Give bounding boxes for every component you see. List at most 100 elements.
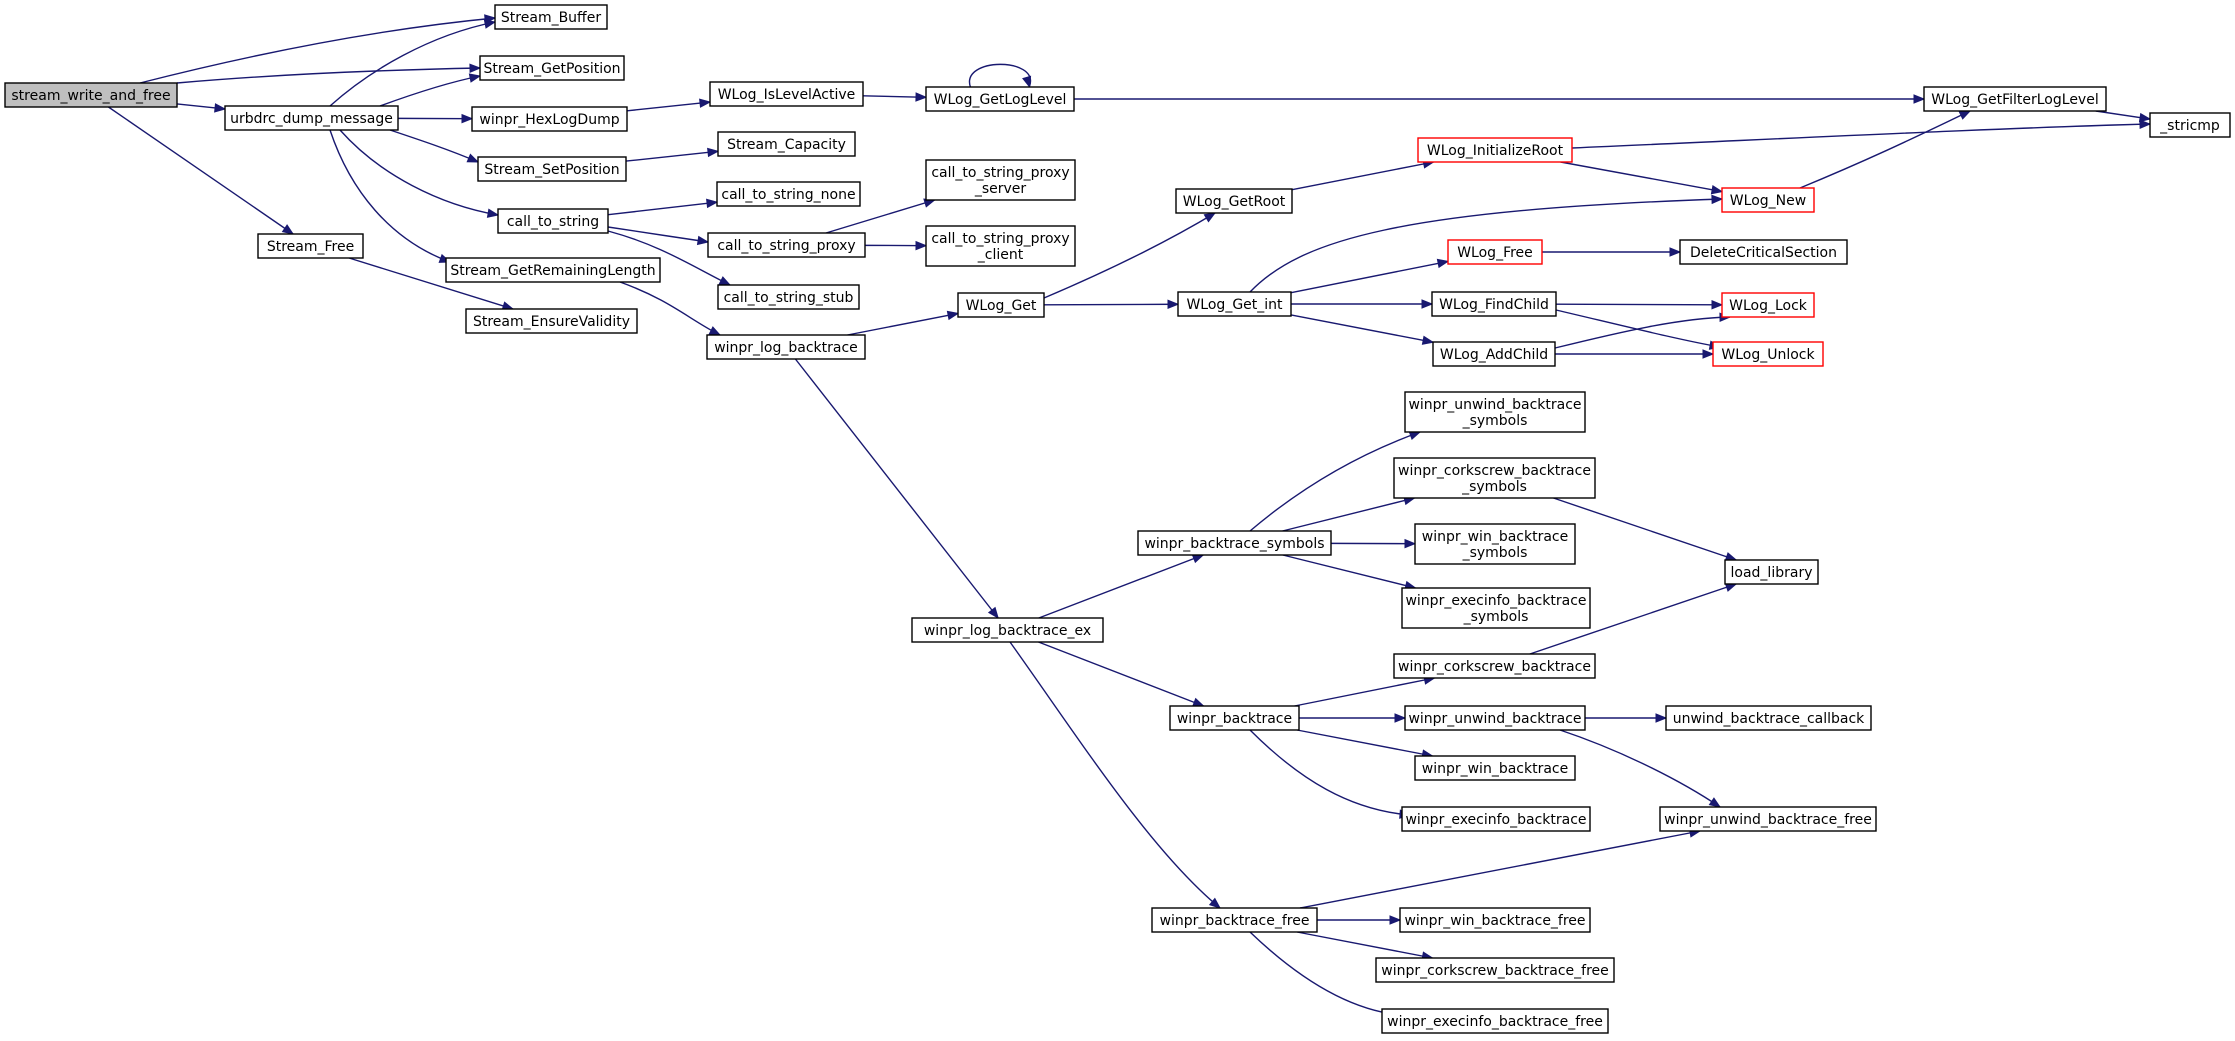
node-winpr_log_backtrace[interactable]: winpr_log_backtrace	[706, 334, 866, 360]
node-Stream_GetPosition[interactable]: Stream_GetPosition	[479, 55, 625, 81]
arrowhead-icon	[1191, 554, 1205, 564]
node-label: winpr_unwind_backtrace	[1408, 397, 1581, 413]
node-winpr_unwind_backtrace_free[interactable]: winpr_unwind_backtrace_free	[1659, 806, 1877, 832]
node-WLog_Lock[interactable]: WLog_Lock	[1721, 292, 1815, 318]
node-DeleteCriticalSection[interactable]: DeleteCriticalSection	[1679, 239, 1848, 265]
node-winpr_execinfo_backtrace_free[interactable]: winpr_execinfo_backtrace_free	[1381, 1008, 1609, 1034]
node-WLog_AddChild[interactable]: WLog_AddChild	[1432, 341, 1556, 367]
node-label: WLog_AddChild	[1440, 347, 1548, 363]
arrowhead-icon	[1208, 897, 1222, 909]
node-winpr_execinfo_backtrace_symbols[interactable]: winpr_execinfo_backtrace_symbols	[1401, 587, 1591, 629]
node-call_to_string[interactable]: call_to_string	[497, 208, 609, 234]
node-winpr_execinfo_backtrace[interactable]: winpr_execinfo_backtrace	[1401, 806, 1591, 832]
node-label: WLog_New	[1730, 193, 1806, 209]
node-label: WLog_FindChild	[1439, 297, 1549, 313]
node-box	[257, 233, 364, 259]
node-box	[1417, 137, 1573, 163]
arrowhead-icon	[461, 113, 474, 124]
edge-winpr_unwind_backtrace-to-winpr_unwind_backtrace_free	[1559, 729, 1722, 808]
node-WLog_Unlock[interactable]: WLog_Unlock	[1712, 341, 1824, 367]
arrowhead-icon	[1404, 538, 1417, 549]
arrowhead-icon	[2138, 112, 2152, 123]
node-Stream_EnsureValidity[interactable]: Stream_EnsureValidity	[465, 308, 638, 334]
node-call_to_string_stub[interactable]: call_to_string_stub	[717, 284, 860, 310]
node-label: winpr_HexLogDump	[479, 112, 619, 128]
node-box	[1431, 291, 1557, 317]
node-winpr_unwind_backtrace[interactable]: winpr_unwind_backtrace	[1404, 705, 1586, 731]
node-box	[925, 225, 1076, 267]
node-winpr_win_backtrace_symbols[interactable]: winpr_win_backtrace_symbols	[1414, 523, 1576, 565]
edge-WLog_Get-to-WLog_Get_int	[1043, 299, 1180, 310]
node-winpr_unwind_backtrace_symbols[interactable]: winpr_unwind_backtrace_symbols	[1404, 391, 1586, 433]
node-label: winpr_corkscrew_backtrace	[1398, 659, 1591, 675]
node-winpr_backtrace_symbols[interactable]: winpr_backtrace_symbols	[1137, 530, 1332, 556]
node-winpr_win_backtrace_free[interactable]: winpr_win_backtrace_free	[1399, 907, 1591, 933]
node-label: winpr_win_backtrace	[1422, 529, 1568, 545]
arrowhead-icon	[706, 198, 719, 209]
node-box	[445, 257, 661, 283]
node-Stream_SetPosition[interactable]: Stream_SetPosition	[477, 156, 627, 182]
node-call_to_string_proxy_server[interactable]: call_to_string_proxy_server	[925, 159, 1076, 201]
node-winpr_corkscrew_backtrace[interactable]: winpr_corkscrew_backtrace	[1393, 653, 1596, 679]
edge-stream_write_and_free-to-Stream_Free	[108, 106, 295, 235]
node-box	[1724, 559, 1819, 585]
node-winpr_corkscrew_backtrace_symbols[interactable]: winpr_corkscrew_backtrace_symbols	[1393, 457, 1596, 499]
edge-call_to_string-to-call_to_string_none	[607, 198, 719, 216]
node-label: call_to_string_none	[721, 187, 855, 203]
edge-WLog_Get_int-to-WLog_FindChild	[1291, 299, 1434, 309]
node-box	[1923, 86, 2107, 112]
node-winpr_backtrace_free[interactable]: winpr_backtrace_free	[1151, 907, 1318, 933]
arrowhead-icon	[1421, 335, 1435, 345]
node-WLog_FindChild[interactable]: WLog_FindChild	[1431, 291, 1557, 317]
node-label: winpr_log_backtrace_ex	[924, 623, 1091, 639]
node-label: WLog_Unlock	[1721, 347, 1815, 363]
node-label: winpr_win_backtrace	[1422, 761, 1568, 777]
node-winpr_corkscrew_backtrace_free[interactable]: winpr_corkscrew_backtrace_free	[1375, 957, 1615, 983]
node-label: load_library	[1731, 565, 1813, 581]
arrowhead-icon	[466, 153, 480, 163]
arrowhead-icon	[915, 240, 928, 251]
node-WLog_Free[interactable]: WLog_Free	[1447, 239, 1543, 265]
node-WLog_GetFilterLogLevel[interactable]: WLog_GetFilterLogLevel	[1923, 86, 2107, 112]
arrowhead-icon	[2139, 119, 2152, 130]
node-Stream_Buffer[interactable]: Stream_Buffer	[494, 4, 608, 30]
arrowhead-icon	[1710, 185, 1724, 195]
node-label: call_to_string_proxy	[931, 231, 1069, 247]
node-label: WLog_GetRoot	[1183, 194, 1286, 210]
node-WLog_Get_int[interactable]: WLog_Get_int	[1177, 291, 1292, 317]
node-box	[717, 131, 856, 157]
node-load_library[interactable]: load_library	[1724, 559, 1819, 585]
node-WLog_InitializeRoot[interactable]: WLog_InitializeRoot	[1417, 137, 1573, 163]
node-call_to_string_none[interactable]: call_to_string_none	[716, 181, 861, 207]
edge-winpr_HexLogDump-to-WLog_IsLevelActive	[626, 98, 712, 112]
node-box	[1404, 391, 1586, 433]
arrowhead-icon	[1203, 212, 1217, 223]
node-WLog_GetLogLevel[interactable]: WLog_GetLogLevel	[925, 86, 1075, 112]
node-label: stream_write_and_free	[11, 88, 170, 104]
node-_stricmp[interactable]: _stricmp	[2149, 112, 2231, 138]
node-Stream_Free[interactable]: Stream_Free	[257, 233, 364, 259]
node-WLog_IsLevelActive[interactable]: WLog_IsLevelActive	[709, 81, 864, 107]
node-unwind_backtrace_callback[interactable]: unwind_backtrace_callback	[1665, 705, 1872, 731]
arrowhead-icon	[1436, 258, 1450, 269]
node-winpr_HexLogDump[interactable]: winpr_HexLogDump	[471, 106, 628, 132]
node-box	[925, 159, 1076, 201]
node-Stream_Capacity[interactable]: Stream_Capacity	[717, 131, 856, 157]
node-WLog_Get[interactable]: WLog_Get	[957, 292, 1045, 318]
node-Stream_GetRemainingLength[interactable]: Stream_GetRemainingLength	[445, 257, 661, 283]
node-box	[494, 4, 608, 30]
node-winpr_win_backtrace[interactable]: winpr_win_backtrace	[1414, 755, 1576, 781]
node-winpr_log_backtrace_ex[interactable]: winpr_log_backtrace_ex	[911, 617, 1104, 643]
node-WLog_New[interactable]: WLog_New	[1721, 187, 1815, 213]
edge-stream_write_and_free-to-Stream_Buffer	[139, 14, 497, 84]
edge-WLog_Get-to-WLog_GetRoot	[1043, 212, 1217, 299]
edge-winpr_backtrace_free-to-winpr_win_backtrace_free	[1317, 915, 1402, 925]
arrowhead-icon	[1192, 697, 1205, 707]
node-WLog_GetRoot[interactable]: WLog_GetRoot	[1175, 188, 1293, 214]
node-label: unwind_backtrace_callback	[1673, 711, 1865, 727]
node-call_to_string_proxy_client[interactable]: call_to_string_proxy_client	[925, 225, 1076, 267]
node-winpr_backtrace[interactable]: winpr_backtrace	[1169, 705, 1300, 731]
node-urbdrc_dump_message[interactable]: urbdrc_dump_message	[224, 105, 399, 131]
arrowhead-icon	[214, 103, 227, 113]
node-call_to_string_proxy[interactable]: call_to_string_proxy	[707, 232, 866, 258]
